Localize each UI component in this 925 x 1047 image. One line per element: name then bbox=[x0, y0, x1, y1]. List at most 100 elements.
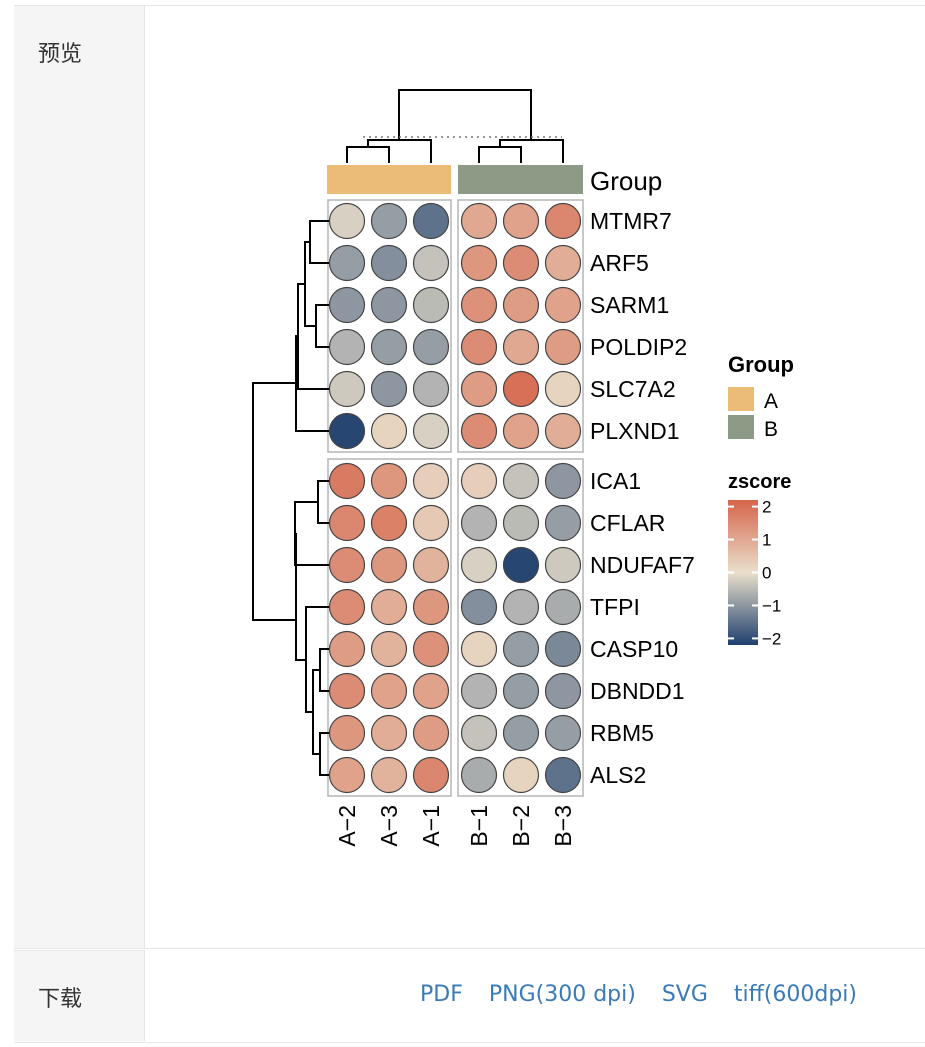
heatmap-cell bbox=[370, 672, 408, 710]
column-label: B−3 bbox=[550, 805, 576, 847]
row-label: SLC7A2 bbox=[590, 376, 676, 402]
heatmap-cell bbox=[412, 672, 450, 710]
heatmap-cell bbox=[502, 756, 540, 794]
heatmap-cell bbox=[502, 412, 540, 450]
heatmap-cell bbox=[544, 504, 582, 542]
heatmap-cell bbox=[328, 756, 366, 794]
heatmap-cell bbox=[370, 202, 408, 240]
panel-B-bottom bbox=[457, 458, 584, 797]
preview-table bbox=[14, 5, 925, 1043]
heatmap-cell bbox=[328, 244, 366, 282]
heatmap-cell bbox=[412, 462, 450, 500]
column-label: B−1 bbox=[466, 805, 492, 847]
legend-scale-tick-label: −1 bbox=[762, 596, 781, 615]
heatmap-cell bbox=[460, 286, 498, 324]
preview-label-cell: 预览 bbox=[14, 6, 145, 948]
column-label: B−2 bbox=[508, 805, 534, 847]
col-dendro-root bbox=[398, 89, 532, 140]
heatmap-cell bbox=[502, 672, 540, 710]
row-dendro-branch bbox=[295, 335, 329, 432]
heatmap-cell bbox=[544, 588, 582, 626]
row-label: NDUFAF7 bbox=[590, 552, 695, 578]
heatmap-cell bbox=[370, 756, 408, 794]
col-dendro-branch bbox=[367, 139, 432, 163]
legend-scale-tick-label: 0 bbox=[762, 564, 771, 583]
col-dendro-branch bbox=[478, 146, 522, 163]
heatmap-cell bbox=[460, 504, 498, 542]
row-dendro-branch bbox=[305, 606, 329, 713]
heatmap-cell bbox=[502, 546, 540, 584]
group-bar-A bbox=[327, 165, 451, 194]
heatmap-cell bbox=[460, 630, 498, 668]
download-tiff-link[interactable]: tiff(600dpi) bbox=[733, 982, 858, 1007]
heatmap-cell bbox=[328, 504, 366, 542]
col-dendro-branch bbox=[346, 146, 390, 163]
heatmap-cell bbox=[460, 756, 498, 794]
download-label: 下载 bbox=[38, 987, 83, 1012]
download-png-link[interactable]: PNG(300 dpi) bbox=[488, 982, 636, 1007]
heatmap-cell bbox=[544, 672, 582, 710]
heatmap-cell bbox=[502, 714, 540, 752]
heatmap-cell bbox=[328, 546, 366, 584]
annotation-label: Group bbox=[590, 166, 662, 196]
heatmap-cell bbox=[502, 504, 540, 542]
row-label: ARF5 bbox=[590, 250, 649, 276]
heatmap-cell bbox=[502, 630, 540, 668]
row-label: DBNDD1 bbox=[590, 678, 685, 704]
row-label: SARM1 bbox=[590, 292, 669, 318]
legend-group-swatch bbox=[728, 415, 754, 439]
row-label: PLXND1 bbox=[590, 418, 679, 444]
heatmap-cell bbox=[412, 202, 450, 240]
heatmap-cell bbox=[460, 370, 498, 408]
row-divider bbox=[14, 948, 925, 949]
row-label: POLDIP2 bbox=[590, 334, 687, 360]
download-pdf-link[interactable]: PDF bbox=[420, 982, 463, 1007]
legend-group-swatch bbox=[728, 387, 754, 411]
row-label: TFPI bbox=[590, 594, 640, 620]
preview-label: 预览 bbox=[38, 42, 83, 67]
heatmap-cell bbox=[502, 370, 540, 408]
heatmap-cell bbox=[328, 630, 366, 668]
heatmap-cell bbox=[370, 286, 408, 324]
heatmap-cell bbox=[544, 462, 582, 500]
heatmap-cell bbox=[370, 462, 408, 500]
heatmap-cell bbox=[460, 462, 498, 500]
col-dendro-branch bbox=[499, 139, 564, 163]
column-label: A−1 bbox=[418, 805, 444, 847]
heatmap-cell bbox=[370, 328, 408, 366]
heatmap-cell bbox=[544, 412, 582, 450]
row-label: RBM5 bbox=[590, 720, 654, 746]
heatmap-cell bbox=[328, 412, 366, 450]
heatmap-cell bbox=[544, 244, 582, 282]
heatmap-cell bbox=[328, 714, 366, 752]
download-links: PDF PNG(300 dpi) SVG tiff(600dpi) bbox=[420, 982, 857, 1007]
heatmap-chart: GroupMTMR7ARF5SARM1POLDIP2SLC7A2PLXND1IC… bbox=[252, 89, 794, 847]
column-label: A−2 bbox=[334, 805, 360, 847]
heatmap-cell bbox=[460, 412, 498, 450]
heatmap-cell bbox=[460, 672, 498, 710]
panel-B-top bbox=[457, 199, 584, 453]
heatmap-cell bbox=[370, 546, 408, 584]
heatmap-cell bbox=[460, 588, 498, 626]
legend-scale-title: zscore bbox=[728, 471, 791, 493]
row-label: CFLAR bbox=[590, 510, 665, 536]
heatmap-cell bbox=[412, 370, 450, 408]
row-dendro-branch bbox=[315, 304, 329, 348]
legend-scale-tick-label: −2 bbox=[762, 629, 781, 648]
download-svg-link[interactable]: SVG bbox=[661, 982, 708, 1007]
row-dendro-branch bbox=[297, 283, 329, 390]
heatmap-cell bbox=[544, 286, 582, 324]
heatmap-cell bbox=[328, 370, 366, 408]
row-dendro-branch bbox=[309, 220, 329, 264]
legend-group-item: B bbox=[764, 418, 778, 441]
row-dendro-branch bbox=[312, 669, 320, 755]
heatmap-cell bbox=[460, 328, 498, 366]
heatmap-cell bbox=[502, 244, 540, 282]
heatmap-cell bbox=[370, 370, 408, 408]
heatmap-cell bbox=[328, 672, 366, 710]
download-label-cell: 下载 bbox=[14, 950, 145, 1041]
row-label: MTMR7 bbox=[590, 208, 672, 234]
heatmap-cell bbox=[412, 328, 450, 366]
heatmap-cell bbox=[328, 328, 366, 366]
legend-scale-tick-label: 1 bbox=[762, 531, 771, 550]
